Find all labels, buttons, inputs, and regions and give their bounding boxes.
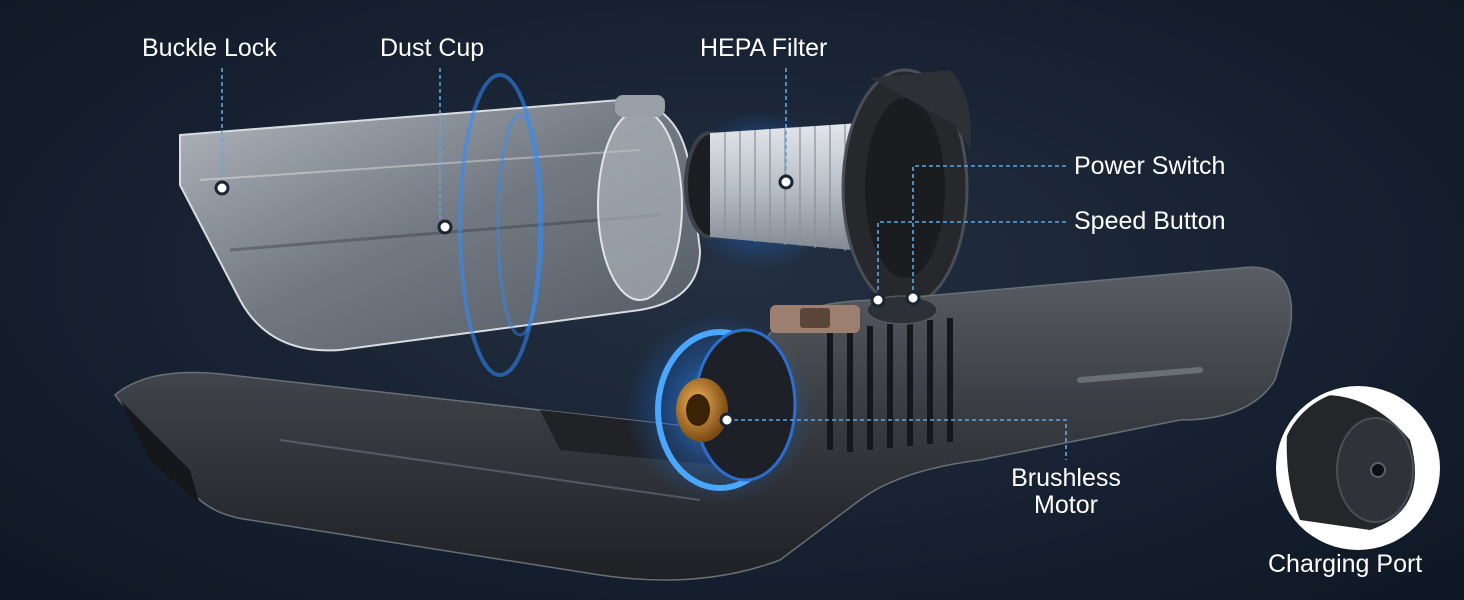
power-switch-label: Power Switch — [1074, 152, 1226, 180]
hepa-filter-label: HEPA Filter — [700, 34, 828, 62]
brushless-motor-label-line2: Motor — [1034, 491, 1098, 519]
brushless-motor-label: Brushless Motor — [996, 466, 1136, 518]
speed-button-dot-icon — [870, 292, 886, 308]
brushless-motor-part — [625, 315, 815, 505]
buckle-lock-dot-icon — [214, 180, 230, 196]
hepa-filter-dot-icon — [778, 174, 794, 190]
charging-port-inset — [1276, 386, 1440, 550]
speed-button-label: Speed Button — [1074, 207, 1226, 235]
dust-cup-dot-icon — [437, 219, 453, 235]
callout-lines — [221, 68, 1067, 460]
buckle-lock-label: Buckle Lock — [142, 34, 277, 62]
brushless-motor-label-line1: Brushless — [1011, 464, 1121, 492]
charging-port-label: Charging Port — [1268, 550, 1423, 578]
brushless-motor-dot-icon — [719, 412, 735, 428]
power-switch-dot-icon — [905, 290, 921, 306]
dust-cup-glow — [458, 73, 544, 377]
callout-dots — [214, 174, 921, 428]
dust-cup-label: Dust Cup — [380, 34, 485, 62]
hepa-filter-part — [680, 68, 971, 308]
